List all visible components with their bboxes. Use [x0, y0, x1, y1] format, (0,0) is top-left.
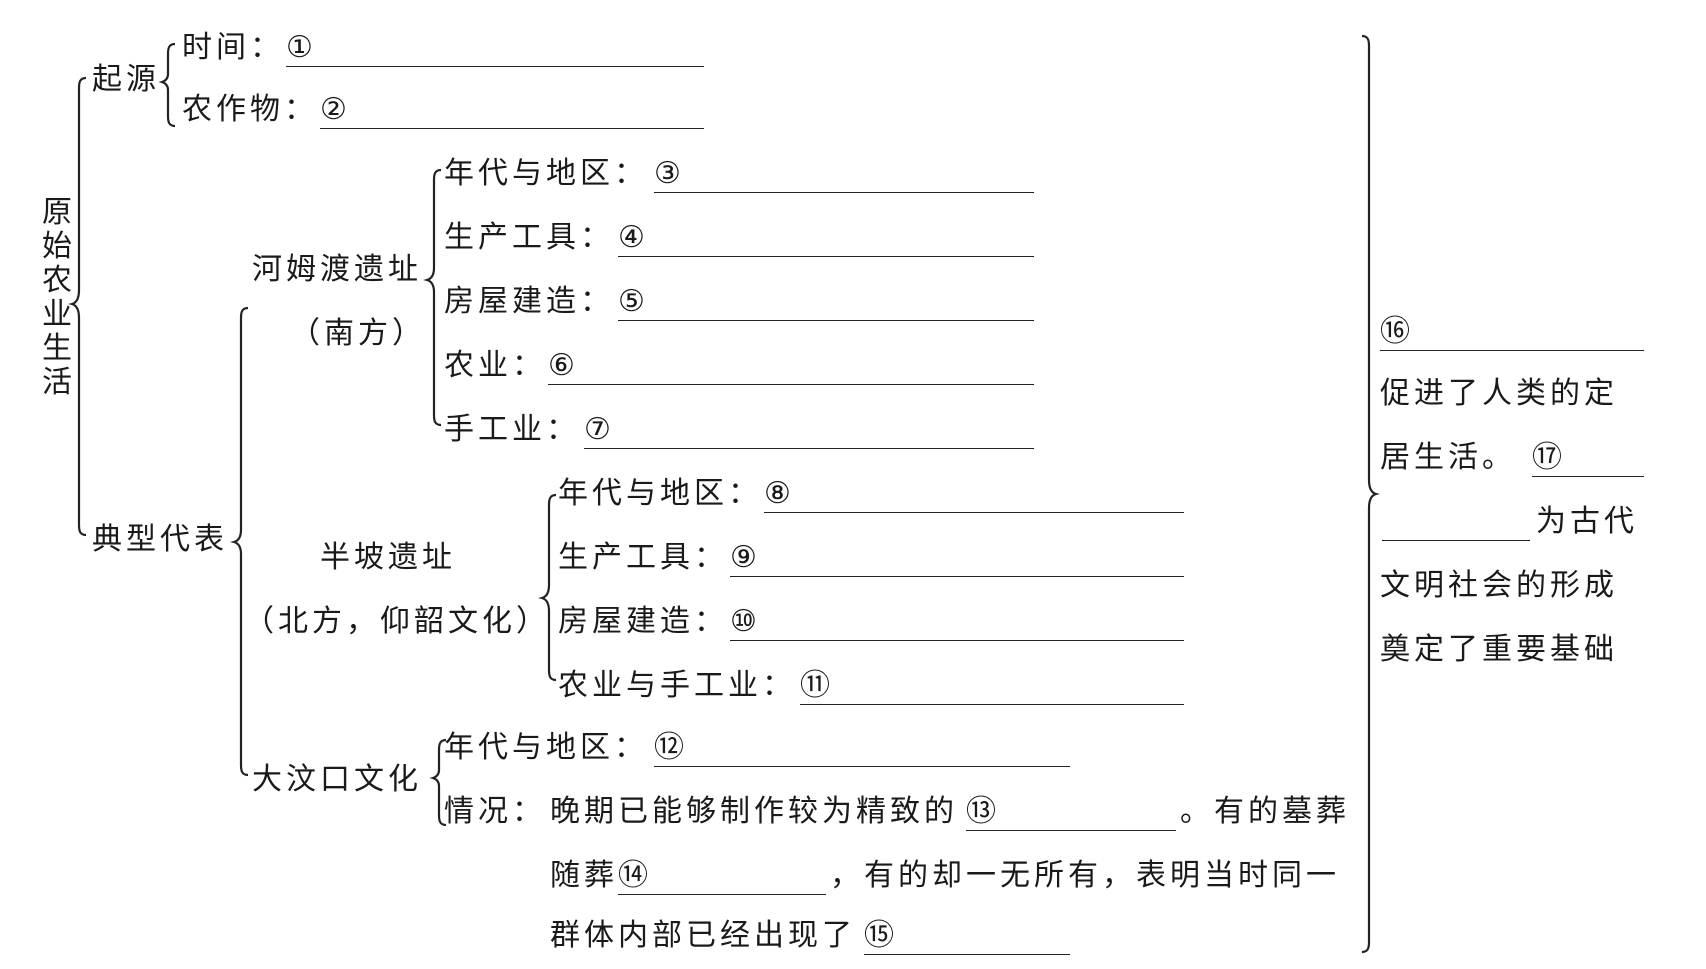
banpo-bracket: [538, 493, 557, 682]
blank-number: ⑮: [864, 918, 898, 953]
blank-number: ⑤: [618, 284, 649, 319]
conclusion-text: 为古代: [1536, 504, 1638, 539]
answer-blank[interactable]: [654, 766, 1070, 767]
answer-blank[interactable]: [584, 448, 1034, 449]
answer-blank[interactable]: [730, 576, 1184, 577]
answer-blank[interactable]: [618, 894, 826, 895]
time-label: 时间：: [182, 30, 284, 65]
dawenkou-name: 大汶口文化: [252, 762, 422, 797]
origin-bracket: [158, 42, 176, 128]
banpo-item-label: 农业与手工业：: [558, 668, 796, 703]
answer-blank[interactable]: [654, 192, 1034, 193]
answer-blank[interactable]: [800, 704, 1184, 705]
hemudu-name: 河姆渡遗址: [252, 252, 422, 287]
banpo-item-label: 生产工具：: [558, 540, 728, 575]
answer-blank[interactable]: [618, 256, 1034, 257]
blank-number: ⑯: [1380, 314, 1414, 349]
conclusion-text: 促进了人类的定: [1380, 376, 1618, 411]
situation-text: 。有的墓葬: [1180, 794, 1350, 829]
situation-text: 随葬: [550, 858, 618, 893]
banpo-region: （北方，仰韶文化）: [244, 604, 550, 639]
answer-blank[interactable]: [864, 954, 1070, 955]
typical-label: 典型代表: [92, 522, 228, 557]
answer-blank[interactable]: [730, 640, 1184, 641]
blank-number: ⑥: [548, 348, 579, 383]
blank-number: ⑫: [654, 730, 688, 765]
blank-number: ⑧: [764, 476, 795, 511]
origin-label: 起源: [92, 62, 160, 97]
dawenkou-bracket: [429, 738, 447, 827]
conclusion-text: 居生活。: [1380, 440, 1516, 475]
hemudu-item-label: 农业：: [444, 348, 546, 383]
answer-blank[interactable]: [1532, 476, 1644, 477]
crops-label: 农作物：: [182, 92, 318, 127]
blank-number: ③: [654, 156, 685, 191]
conclusion-text: 奠定了重要基础: [1380, 632, 1618, 667]
situation-text: 群体内部已经出现了: [550, 918, 856, 953]
root-title: 原始农业生活: [42, 195, 72, 400]
blank-number: ⑰: [1532, 440, 1566, 475]
blank-number: ⑨: [730, 540, 761, 575]
situation-label: 情况：: [444, 794, 546, 829]
hemudu-bracket: [423, 168, 442, 427]
banpo-item-label: 房屋建造：: [558, 604, 728, 639]
blank-number: ⑬: [966, 794, 1000, 829]
conclusion-bracket: [1361, 34, 1380, 954]
blank-number: ⑭: [618, 858, 652, 893]
dawenkou-item-label: 年代与地区：: [444, 730, 648, 765]
banpo-name: 半坡遗址: [320, 540, 456, 575]
situation-text: ，有的却一无所有，表明当时同一: [830, 858, 1340, 893]
time-answer-blank[interactable]: [286, 66, 704, 67]
crops-answer-blank[interactable]: [320, 128, 704, 129]
hemudu-item-label: 生产工具：: [444, 220, 614, 255]
hemudu-item-label: 手工业：: [444, 412, 580, 447]
answer-blank[interactable]: [548, 384, 1034, 385]
blank-number: ⑩: [730, 604, 761, 639]
typical-bracket: [230, 306, 249, 777]
blank-number: ①: [286, 30, 317, 65]
blank-number: ②: [320, 92, 351, 127]
blank-number: ④: [618, 220, 649, 255]
answer-blank[interactable]: [1382, 540, 1530, 541]
blank-number: ⑦: [584, 412, 615, 447]
root-bracket: [68, 76, 87, 537]
answer-blank[interactable]: [618, 320, 1034, 321]
conclusion-text: 文明社会的形成: [1380, 568, 1618, 603]
hemudu-item-label: 年代与地区：: [444, 156, 648, 191]
banpo-item-label: 年代与地区：: [558, 476, 762, 511]
hemudu-region: （南方）: [290, 316, 426, 351]
situation-text: 晚期已能够制作较为精致的: [550, 794, 958, 829]
answer-blank[interactable]: [966, 830, 1176, 831]
answer-blank[interactable]: [1380, 350, 1644, 351]
hemudu-item-label: 房屋建造：: [444, 284, 614, 319]
answer-blank[interactable]: [764, 512, 1184, 513]
blank-number: ⑪: [800, 668, 834, 703]
